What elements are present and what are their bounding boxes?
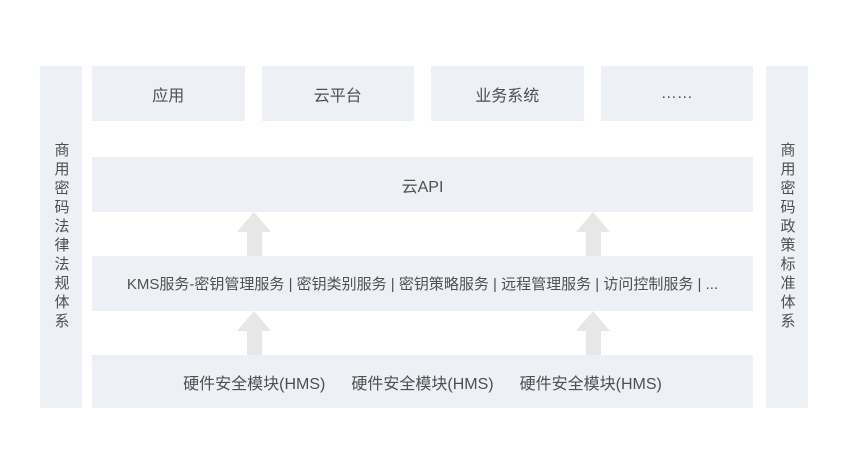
policy-standard-label: 商用密码政策标准体系 — [778, 142, 796, 332]
up-arrow-icon — [237, 311, 271, 355]
arrow-head — [576, 212, 610, 232]
arrow-stem — [246, 331, 262, 355]
kms-services-bar: KMS服务-密钥管理服务 | 密钥类别服务 | 密钥策略服务 | 远程管理服务 … — [92, 256, 753, 311]
up-arrow-icon — [237, 212, 271, 256]
legal-regulation-sidebar: 商用密码法律法规体系 — [40, 66, 82, 408]
ellipsis-box: …… — [600, 66, 753, 121]
business-system-box: 业务系统 — [431, 66, 584, 121]
policy-standard-sidebar: 商用密码政策标准体系 — [766, 66, 808, 408]
hms-module-label: 硬件安全模块(HMS) — [351, 375, 494, 393]
cloud-api-label: 云API — [401, 178, 444, 196]
legal-regulation-label: 商用密码法律法规体系 — [52, 142, 70, 332]
cloud-platform-label: 云平台 — [313, 87, 362, 105]
arrow-head — [237, 212, 271, 232]
application-label: 应用 — [152, 87, 185, 105]
hms-modules-bar: 硬件安全模块(HMS) 硬件安全模块(HMS) 硬件安全模块(HMS) — [92, 355, 753, 408]
cloud-api-bar: 云API — [92, 157, 753, 212]
up-arrow-icon — [576, 212, 610, 256]
ellipsis-label: …… — [660, 84, 693, 102]
kms-services-label: KMS服务-密钥管理服务 | 密钥类别服务 | 密钥策略服务 | 远程管理服务 … — [126, 276, 719, 293]
application-box: 应用 — [92, 66, 245, 121]
arrow-head — [576, 311, 610, 331]
arrow-stem — [585, 232, 601, 256]
top-layer-row: 应用 云平台 业务系统 …… — [92, 66, 753, 121]
cloud-platform-box: 云平台 — [261, 66, 414, 121]
hms-module-label: 硬件安全模块(HMS) — [183, 375, 326, 393]
arrow-head — [237, 311, 271, 331]
up-arrow-icon — [576, 311, 610, 355]
arrow-stem — [246, 232, 262, 256]
hms-module-label: 硬件安全模块(HMS) — [519, 375, 662, 393]
arrow-stem — [585, 331, 601, 355]
business-system-label: 业务系统 — [475, 87, 540, 105]
